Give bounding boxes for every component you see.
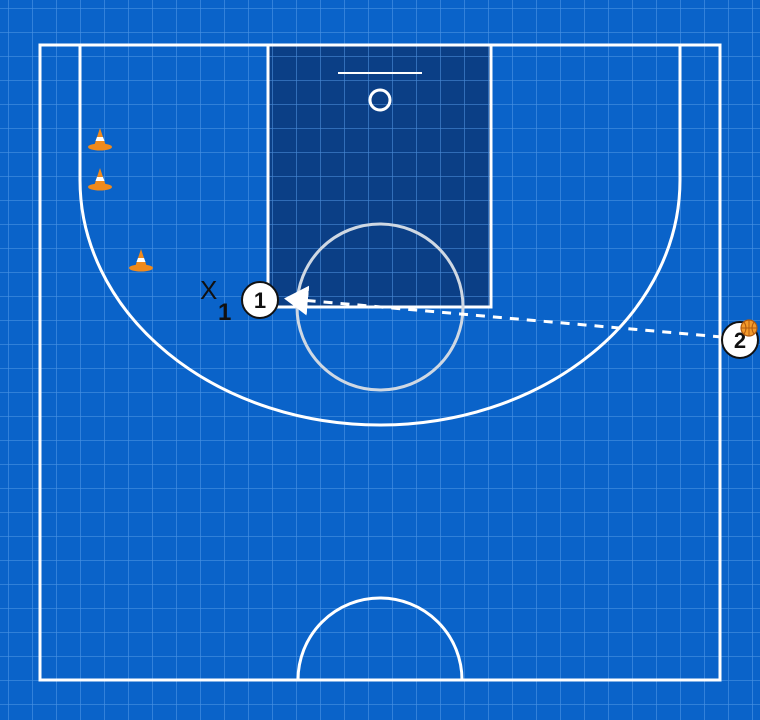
cone-icon xyxy=(88,168,112,191)
player-label: 1 xyxy=(254,288,266,313)
cone-icon xyxy=(88,128,112,151)
defender-mark: X xyxy=(200,275,217,305)
hoop xyxy=(368,88,392,112)
player-1: 1 xyxy=(241,281,279,319)
pass-line xyxy=(284,285,723,339)
defender-marker: X 1 xyxy=(200,275,231,326)
three-point-line xyxy=(78,45,682,427)
cone-icon xyxy=(129,249,153,272)
player-label: 2 xyxy=(734,328,746,353)
defender-number: 1 xyxy=(218,299,231,326)
basketball-icon xyxy=(740,319,758,337)
center-circle xyxy=(296,596,464,681)
